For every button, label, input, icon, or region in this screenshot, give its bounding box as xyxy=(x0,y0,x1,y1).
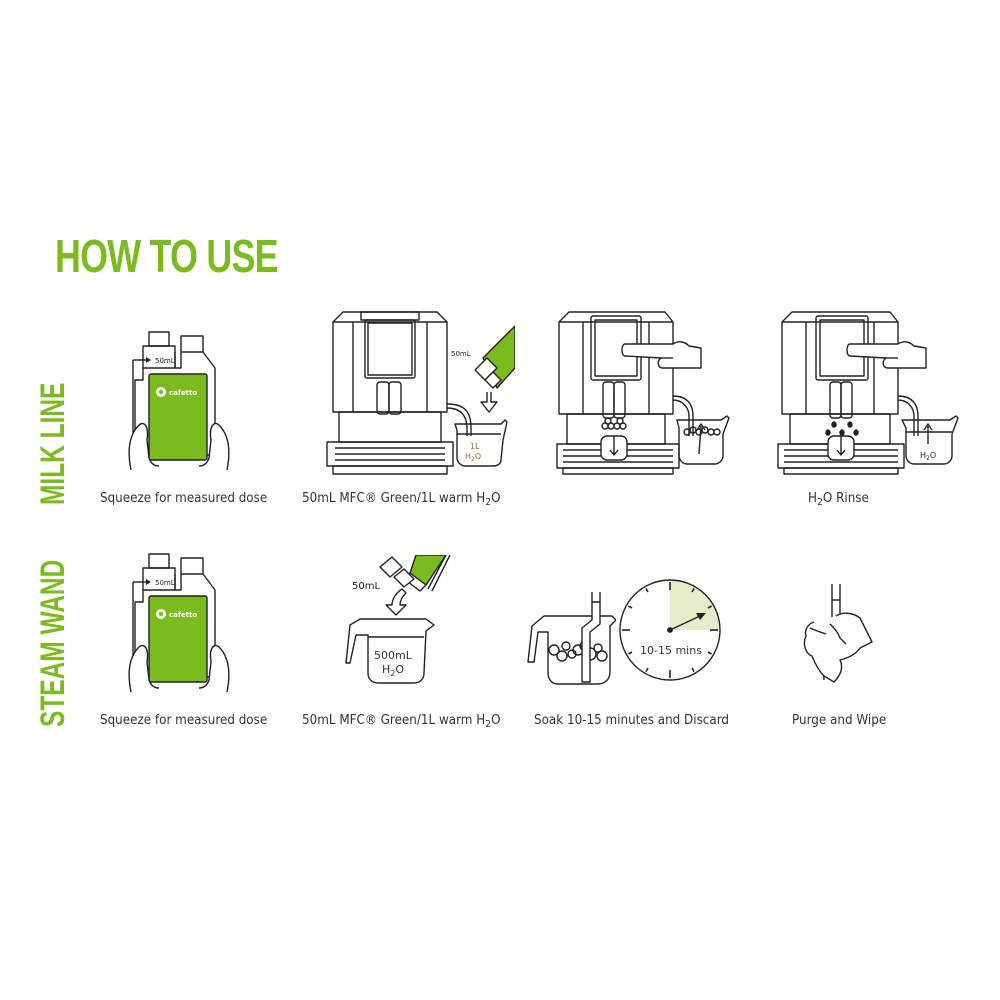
bottle-squeeze-icon: 50mL cafetto xyxy=(125,330,235,475)
step-caption: Squeeze for measured dose xyxy=(100,491,268,506)
svg-text:cafetto: cafetto xyxy=(169,389,197,397)
step-caption: 50mL MFC® Green/1L warm H2O xyxy=(302,491,501,508)
svg-text:500mL: 500mL xyxy=(374,649,413,662)
svg-text:H2O: H2O xyxy=(465,452,481,463)
machine-pour-icon: 1L H2O 50mL xyxy=(325,308,516,483)
bottle-squeeze-icon: 50mL cafetto xyxy=(125,552,235,697)
section-label-steam-wand: STEAM WAND xyxy=(34,559,72,727)
page-title: HOW TO USE xyxy=(55,230,279,282)
timer-clock-icon: 10-15 mins xyxy=(614,574,726,691)
step-caption: Purge and Wipe xyxy=(792,713,887,728)
machine-clean-cycle-icon xyxy=(555,308,745,483)
purge-wipe-icon xyxy=(800,584,880,699)
step-caption: 50mL MFC® Green/1L warm H2O xyxy=(302,713,501,730)
svg-text:50mL: 50mL xyxy=(155,357,175,365)
svg-text:50mL: 50mL xyxy=(451,350,471,358)
svg-text:1L: 1L xyxy=(470,442,480,451)
soak-jug-icon xyxy=(526,592,617,693)
svg-text:50mL: 50mL xyxy=(352,581,380,592)
svg-text:cafetto: cafetto xyxy=(169,611,197,619)
step-caption: Squeeze for measured dose xyxy=(100,713,268,728)
svg-text:H2O: H2O xyxy=(382,663,404,678)
svg-text:50mL: 50mL xyxy=(155,579,175,587)
machine-rinse-icon: H2O xyxy=(776,308,966,483)
jug-pour-icon: 50mL 500mL H2O xyxy=(340,554,460,692)
step-caption: Soak 10-15 minutes and Discard xyxy=(534,713,730,728)
section-label-milk-line: MILK LINE xyxy=(34,382,72,505)
svg-text:H2O: H2O xyxy=(920,451,936,462)
svg-text:10-15 mins: 10-15 mins xyxy=(640,644,702,657)
step-caption: H2O Rinse xyxy=(808,491,869,508)
